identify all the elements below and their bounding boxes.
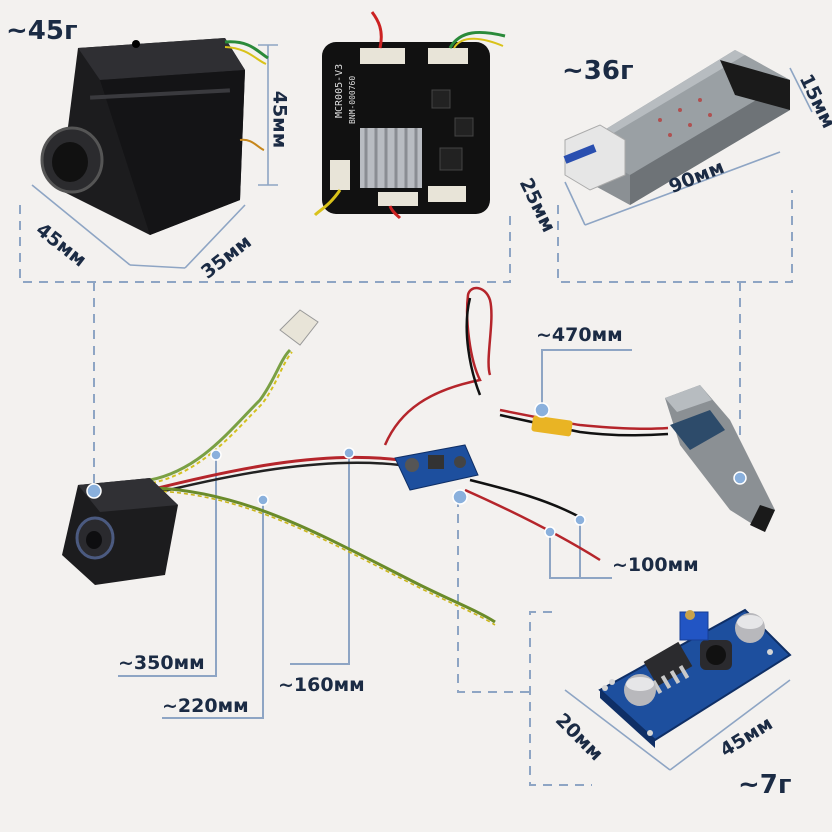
cable-camera-b-label: ~220мм <box>162 695 249 717</box>
cable-converter-out-label: ~100мм <box>612 554 699 576</box>
converter-weight-label: ~7г <box>738 770 792 800</box>
converter-small-photo <box>394 444 479 491</box>
power-adapter <box>531 415 573 437</box>
cable-sfp-power-label: ~470мм <box>536 324 623 346</box>
camera-small-photo <box>62 478 178 585</box>
converter-module-photo <box>598 608 792 748</box>
leader-lines <box>19 190 793 786</box>
sfp-module-photo <box>563 50 790 205</box>
sfp-small-photo <box>665 385 775 532</box>
rj-connector <box>279 309 319 346</box>
control-board-photo: MCR005-V3 BNM-000760 <box>313 11 506 220</box>
cable-camera-c-label: ~160мм <box>278 674 365 696</box>
camera-weight-label: ~45г <box>6 16 78 46</box>
cable-camera-a-label: ~350мм <box>118 652 205 674</box>
camera-module-photo <box>40 38 269 235</box>
wiring-assembly-photo <box>149 286 669 626</box>
marker-dots <box>86 402 747 538</box>
dimension-lines <box>31 44 813 771</box>
board-label-line2: BNM-000760 <box>348 76 357 124</box>
board-label-line1: MCR005-V3 <box>334 64 345 118</box>
heatsink <box>360 128 422 188</box>
cable-length-lines <box>118 349 632 719</box>
camera-height-label: 45мм <box>268 90 291 149</box>
sfp-weight-label: ~36г <box>562 56 634 86</box>
